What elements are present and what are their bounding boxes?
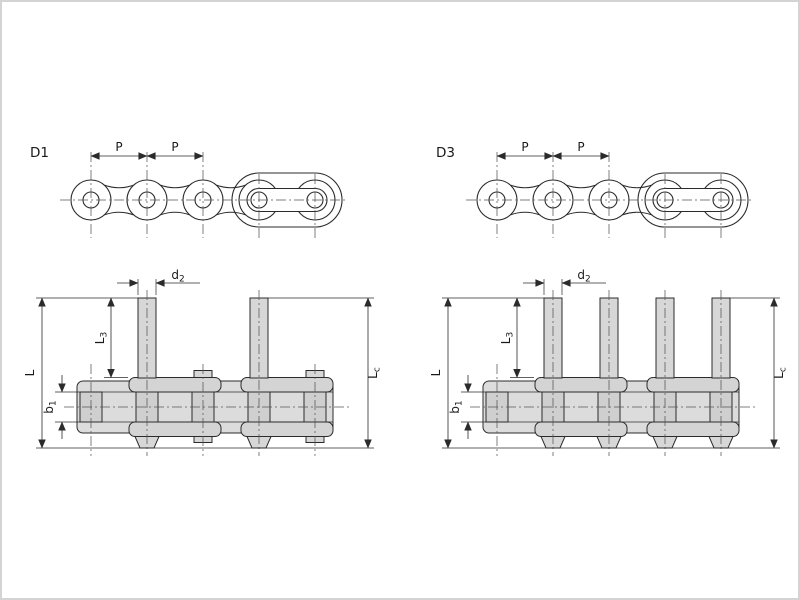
outer-plate-bottom <box>240 421 334 437</box>
dim-label-L3: L3 <box>499 332 516 344</box>
dimension-Lc: Lc <box>730 297 789 449</box>
dim-label-pitch-1: P <box>115 140 122 154</box>
diagram-d3: D3 <box>429 140 789 456</box>
dim-label-b1: b1 <box>448 400 465 413</box>
outer-plate-top <box>240 377 334 393</box>
chain-side-view: P P <box>60 140 348 238</box>
dimension-L: L <box>23 297 374 449</box>
outer-plate-top <box>646 377 740 393</box>
plan-view-centerlines <box>470 290 756 456</box>
outer-plate-top <box>128 377 222 393</box>
dimension-b1: b1 <box>42 375 77 439</box>
outer-plate-top <box>534 377 628 393</box>
dimension-L: L <box>429 297 780 449</box>
dimension-b1: b1 <box>448 375 483 439</box>
dim-label-d2: d2 <box>577 268 590 285</box>
dimension-d2: d2 <box>117 268 200 295</box>
dim-label-L3: L3 <box>93 332 110 344</box>
side-view-centerlines <box>60 152 348 238</box>
dim-label-b1: b1 <box>42 400 59 413</box>
diagram-title: D3 <box>436 145 455 161</box>
chain-plan-view: d2 L3 L b1 Lc <box>429 268 789 456</box>
side-view-centerlines <box>466 152 754 238</box>
dim-label-pitch-1: P <box>521 140 528 154</box>
pitch-dimension: P P <box>496 140 610 160</box>
link-plates <box>103 184 247 216</box>
dimension-L3: L3 <box>499 297 534 378</box>
plan-view-centerlines <box>64 290 350 456</box>
dimension-Lc: Lc <box>268 297 383 449</box>
dim-label-L: L <box>23 369 37 376</box>
chain-side-view: P P <box>466 140 754 238</box>
dim-label-L: L <box>429 369 443 376</box>
outer-plate-bottom <box>128 421 222 437</box>
pitch-dimension: P P <box>90 140 204 160</box>
dim-label-Lc: Lc <box>366 367 383 379</box>
link-plates <box>509 184 653 216</box>
dim-label-d2: d2 <box>171 268 184 285</box>
dim-label-pitch-2: P <box>171 140 178 154</box>
outer-plate-bottom <box>646 421 740 437</box>
dim-label-Lc: Lc <box>772 367 789 379</box>
chain-plan-view: d2 L3 L b1 Lc <box>23 268 383 456</box>
dim-label-pitch-2: P <box>577 140 584 154</box>
outer-plate-bottom <box>534 421 628 437</box>
dimension-L3: L3 <box>93 297 128 378</box>
dimension-d2: d2 <box>523 268 606 295</box>
diagram-title: D1 <box>30 145 49 161</box>
diagram-d1: D1 <box>23 140 383 456</box>
